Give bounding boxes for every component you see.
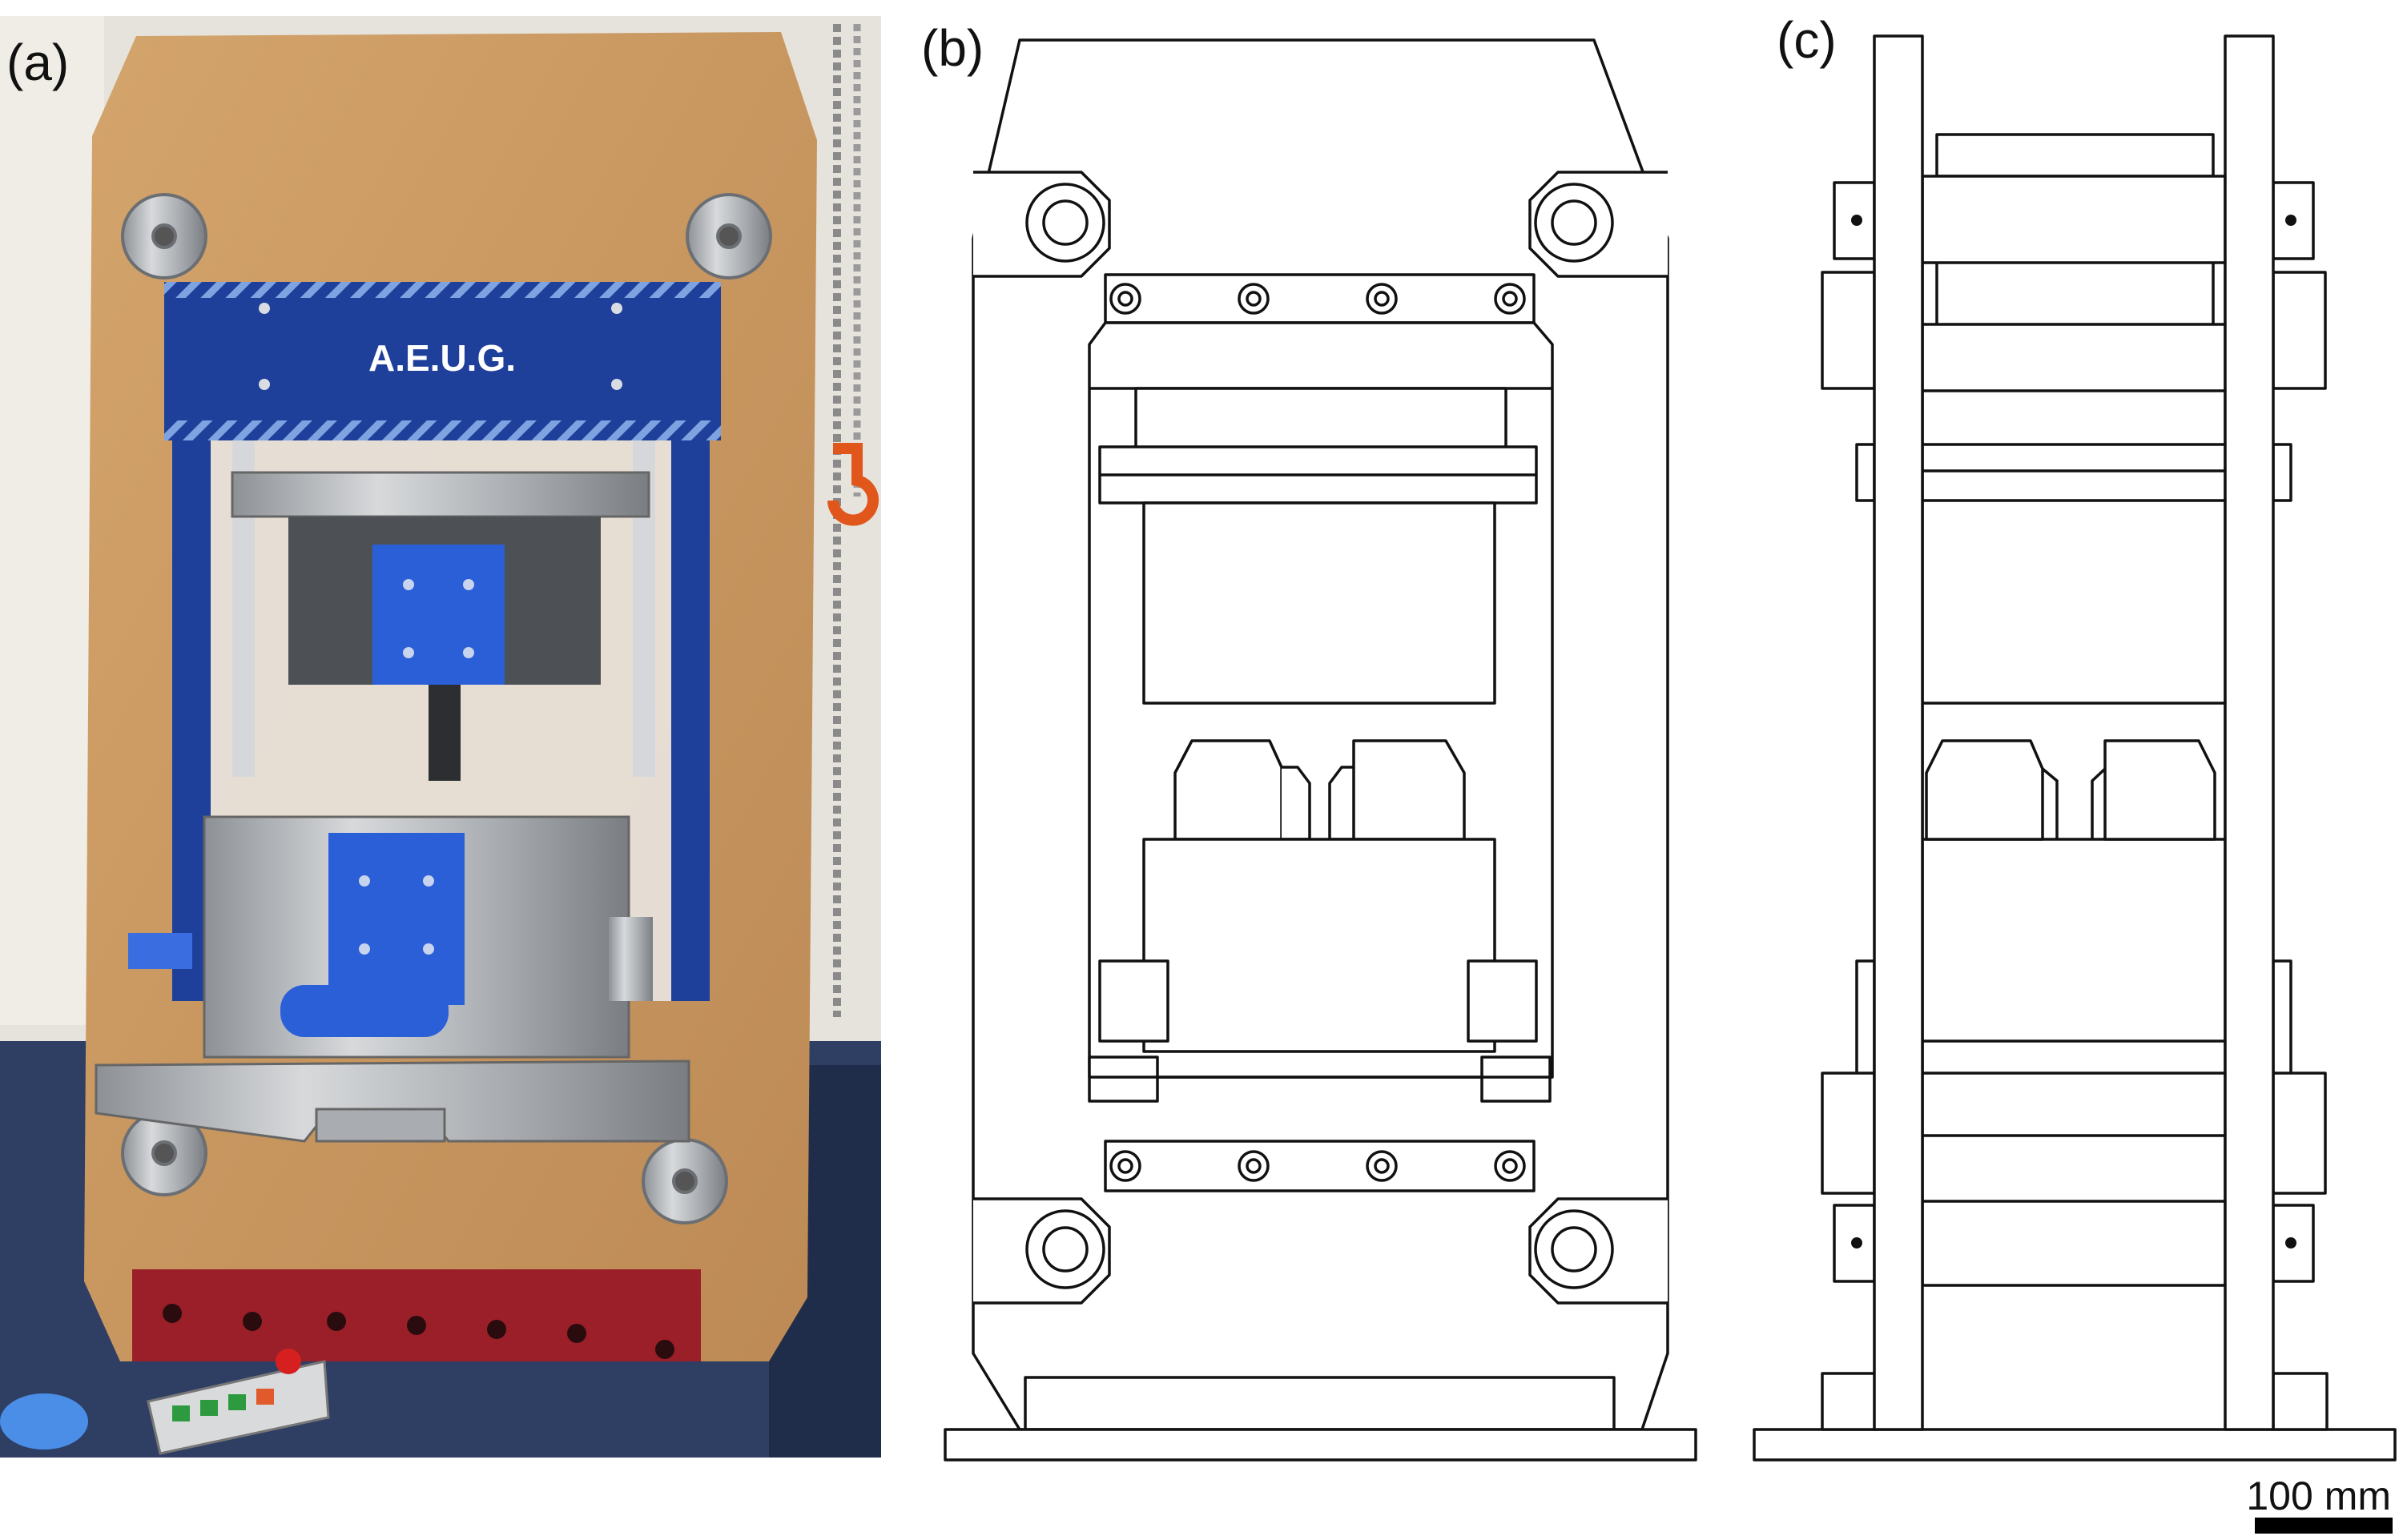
side-foot-right bbox=[2272, 1372, 2329, 1431]
side-top-cap bbox=[1935, 133, 2215, 178]
control-buttons bbox=[172, 1389, 274, 1421]
side-bracket-l5 bbox=[1821, 1072, 1876, 1195]
red-base bbox=[132, 1269, 701, 1361]
lower-block-bolts bbox=[359, 875, 434, 955]
lower-left-foot bbox=[1088, 1055, 1159, 1103]
panel-label-c: (c) bbox=[1777, 11, 1837, 69]
side-bracket-l2 bbox=[1821, 271, 1876, 390]
side-jaw-left-side bbox=[2041, 767, 2059, 839]
front-base bbox=[944, 1428, 1697, 1462]
side-bracket-r5 bbox=[2272, 1072, 2327, 1195]
side-base bbox=[1753, 1428, 2397, 1462]
side-jaw-right-side bbox=[2091, 767, 2107, 839]
lower-block bbox=[1142, 838, 1496, 1053]
side-bracket-l4 bbox=[1855, 959, 1876, 1079]
panel-label-b: (b) bbox=[921, 19, 984, 77]
side-foot-left bbox=[1821, 1372, 1878, 1431]
corner-wheels bbox=[1025, 183, 1614, 1289]
bottom-bolts bbox=[1109, 1150, 1526, 1182]
blue-cap-left bbox=[128, 933, 192, 969]
upper-platen bbox=[231, 471, 650, 518]
scale-bar bbox=[2255, 1518, 2393, 1534]
upper-block bbox=[1142, 501, 1496, 705]
top-bolts bbox=[1109, 283, 1526, 315]
bottom-bolt-bar bbox=[1104, 1140, 1536, 1192]
top-plate bbox=[164, 298, 721, 422]
jaw-left bbox=[1173, 739, 1283, 841]
center-rod bbox=[429, 685, 461, 781]
lower-right-foot bbox=[1480, 1055, 1552, 1103]
board-wheels bbox=[121, 193, 772, 1224]
side-post-right bbox=[2224, 34, 2275, 1431]
lower-frame-bar bbox=[315, 1108, 446, 1143]
wall-left bbox=[0, 16, 104, 1025]
jaw-right-side bbox=[1328, 766, 1354, 841]
jaw-right bbox=[1352, 739, 1466, 841]
front-base-plinth bbox=[1024, 1376, 1616, 1431]
side-stack-frame bbox=[1921, 175, 2227, 1287]
column-right bbox=[671, 440, 710, 1001]
photo-panel: A.E.U.G. bbox=[0, 16, 881, 1458]
side-bracket-dots bbox=[1851, 215, 2296, 1248]
emergency-stop bbox=[276, 1349, 301, 1374]
side-post-left bbox=[1873, 34, 1924, 1431]
top-plate-stripe-bottom bbox=[164, 420, 721, 440]
top-plate-stripe-top bbox=[164, 282, 721, 300]
scale-bar-label: 100 mm bbox=[2246, 1474, 2391, 1518]
side-bracket-r2 bbox=[2272, 271, 2327, 390]
side-jaw-left bbox=[1925, 739, 2044, 841]
side-view-drawing bbox=[1753, 34, 2397, 1462]
side-bracket-l3 bbox=[1855, 443, 1876, 502]
upper-platen-inner bbox=[1134, 387, 1507, 450]
orange-hook bbox=[827, 443, 879, 526]
side-bracket-r3 bbox=[2272, 443, 2292, 502]
blue-roller bbox=[280, 985, 449, 1037]
steel-cylinder-right bbox=[609, 917, 653, 1001]
top-bolt-bar bbox=[1104, 273, 1536, 324]
side-bracket-r4 bbox=[2272, 959, 2292, 1079]
plate-text: A.E.U.G. bbox=[368, 337, 516, 379]
front-view-drawing bbox=[944, 38, 1697, 1462]
lower-right-block bbox=[1467, 959, 1538, 1043]
lower-blue-block bbox=[328, 833, 465, 1005]
jaw-left-side bbox=[1282, 766, 1311, 841]
plate-bolts bbox=[259, 303, 622, 390]
upper-blue-block bbox=[372, 545, 505, 685]
lower-left-block bbox=[1098, 959, 1169, 1043]
side-jaw-right bbox=[2103, 739, 2216, 841]
tape-roll bbox=[0, 1393, 88, 1450]
red-base-holes bbox=[163, 1304, 674, 1359]
panel-label-a: (a) bbox=[6, 34, 69, 91]
upper-block-bolts bbox=[403, 579, 474, 658]
